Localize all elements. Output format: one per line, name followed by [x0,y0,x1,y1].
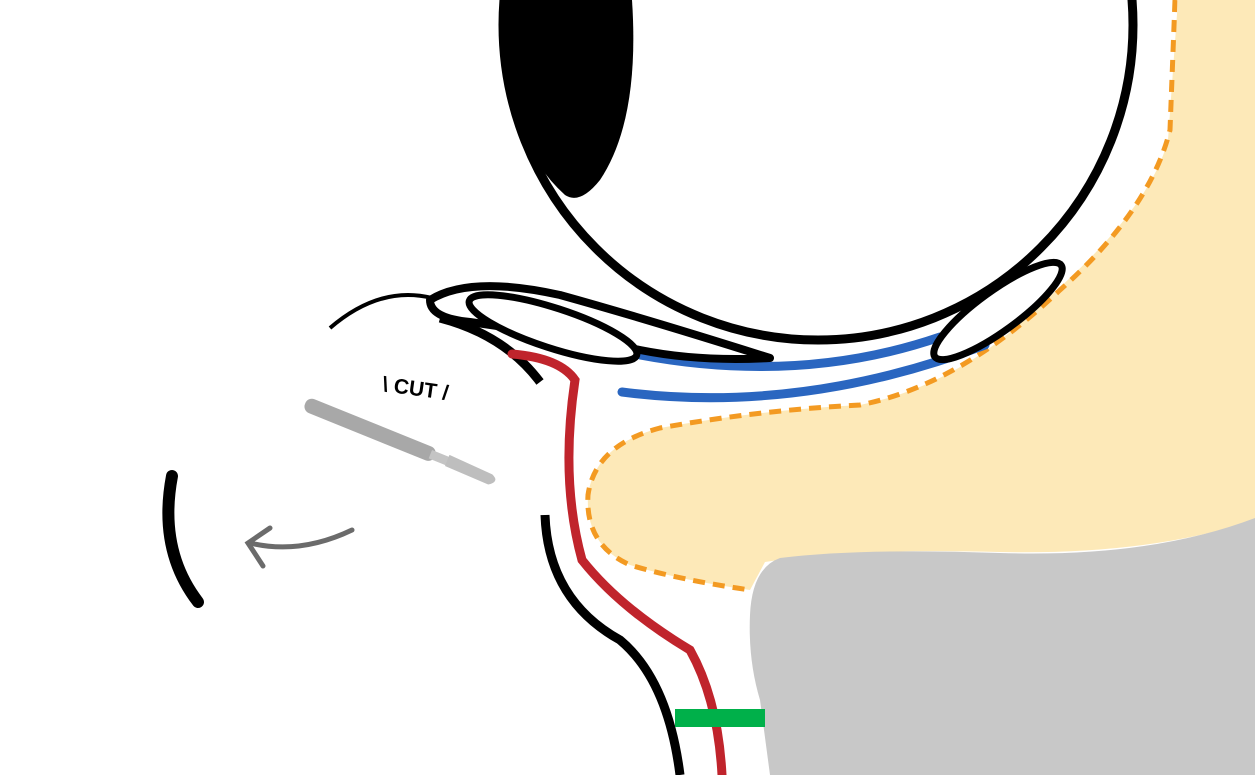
conjunctiva-line-lower [617,340,990,403]
cornea [502,0,634,198]
orbital-fat-border [585,0,1178,593]
eyeball [498,0,1138,345]
scalpel-icon [304,398,496,485]
retract-arrow-icon [244,525,355,569]
skin-line [540,514,685,775]
bone-region [749,518,1255,775]
tarsal-plate-upper [465,291,641,365]
eyelashes [328,293,433,330]
orbital-fat-region [587,0,1255,590]
septum-red-line [507,349,727,775]
conjunctiva-line-upper [635,332,945,372]
tarsal-plate-lower [930,258,1066,364]
eyelid-inner-edge [438,313,544,385]
retracted-skin-flap [162,470,204,608]
